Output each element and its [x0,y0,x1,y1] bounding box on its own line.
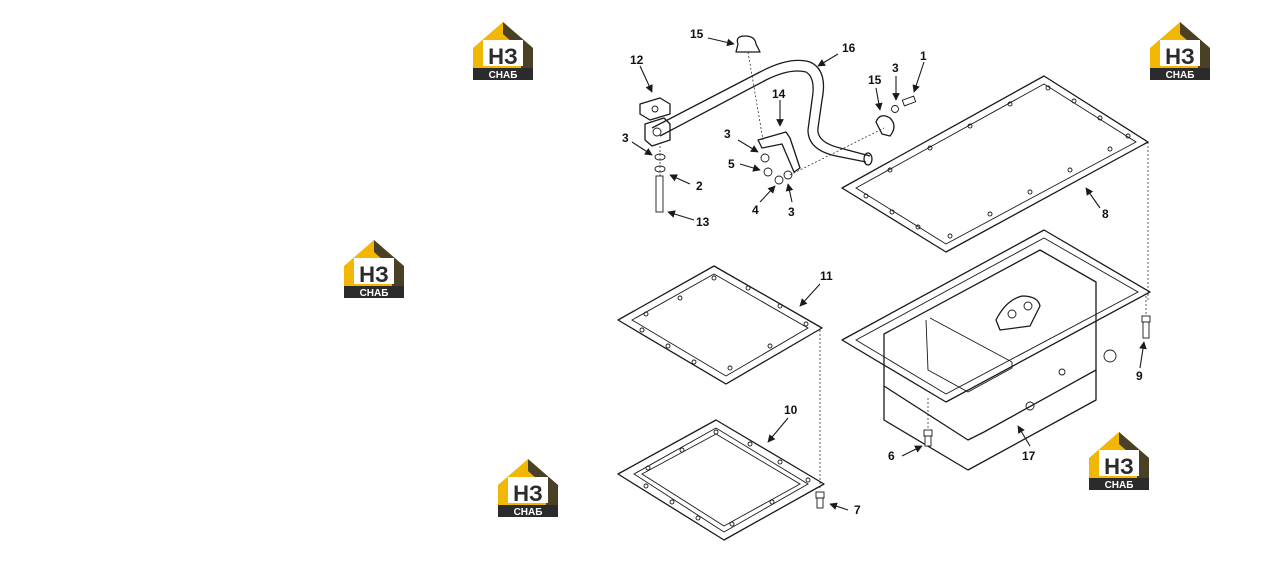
callout-labels: 15 16 12 1 3 15 14 3 3 5 2 4 3 13 8 11 9… [622,27,1143,517]
callout-2-nut: 2 [696,179,703,193]
leader-lines [631,37,1147,511]
spacer-gasket-part [617,265,823,385]
watermark-sub-text: СНАБ [1105,480,1134,491]
callout-14-bracket: 14 [772,87,786,101]
watermark-sub-text: СНАБ [514,507,543,518]
callout-16-dipstick-tube: 16 [842,41,856,55]
callout-15-clamp: 15 [690,27,704,41]
oil-pan-gasket-upper-part [841,75,1149,253]
dipstick-tube-part [651,59,873,166]
clamp-part [735,35,764,141]
watermark-logo: НЗ СНАБ [1150,22,1210,81]
watermark-logo: НЗ СНАБ [344,240,404,299]
tube-flange-part [639,97,671,147]
watermark-sub-text: СНАБ [489,70,518,81]
clamp-part [875,95,917,137]
lower-gasket-part [617,419,825,541]
oil-pan-part [841,229,1151,471]
watermark-sub-text: СНАБ [1166,70,1195,81]
watermark-logo: НЗ СНАБ [1089,432,1149,491]
callout-8-gasket: 8 [1102,207,1109,221]
pan-bolt-part [1141,315,1151,339]
callout-3-washer-left: 3 [622,131,629,145]
support-bracket-part [757,127,885,185]
callout-15-clamp-right: 15 [868,73,882,87]
watermark-main-text: НЗ [488,44,518,69]
callout-11-gasket: 11 [820,269,833,283]
watermark-main-text: НЗ [1104,454,1134,479]
callout-6-bolt: 6 [888,449,895,463]
callout-10-gasket: 10 [784,403,798,417]
watermark-logo: НЗ СНАБ [498,459,558,518]
watermark-main-text: НЗ [1165,44,1195,69]
callout-3-washer: 3 [892,61,899,75]
stud-part [654,146,666,213]
watermark-logo: НЗ СНАБ [473,22,533,81]
callout-13-stud: 13 [696,215,710,229]
watermark-main-text: НЗ [359,262,389,287]
callout-3-washer-lower: 3 [788,205,795,219]
callout-3-washer-bracket: 3 [724,127,731,141]
callout-9-bolt: 9 [1136,369,1143,383]
callout-17-oil-pan: 17 [1022,449,1036,463]
callout-5-nut: 5 [728,157,735,171]
watermark-main-text: НЗ [513,481,543,506]
watermark-sub-text: СНАБ [360,288,389,299]
callout-7-bolt: 7 [854,503,861,517]
callout-4-bolt: 4 [752,203,759,217]
gasket-bolt-part [815,491,825,509]
callout-12-flange: 12 [630,53,644,67]
pan-bolt-part [923,429,933,447]
callout-1-bolt: 1 [920,49,927,63]
